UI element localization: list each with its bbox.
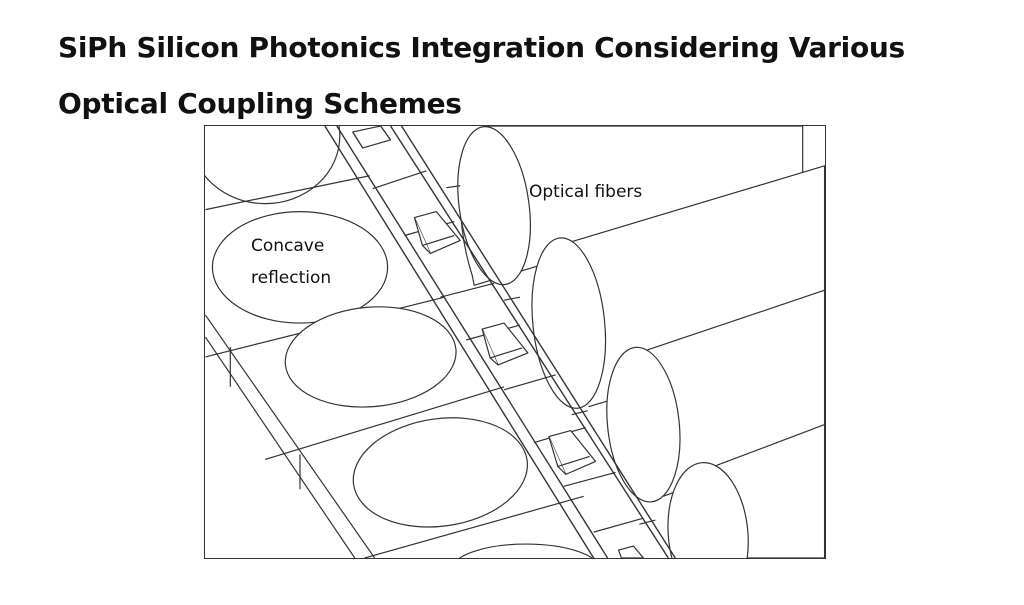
- fiber-lip: [446, 185, 461, 189]
- channel-crossbar: [563, 471, 616, 487]
- channel-crossbar: [440, 282, 495, 298]
- fiber-end: [531, 237, 607, 409]
- page-title-line-2: Optical Coupling Schemes: [58, 87, 462, 120]
- reflector-ellipse: [458, 543, 594, 558]
- channel-crossbar: [372, 170, 427, 190]
- tray-edge: [205, 175, 370, 211]
- coupling-diagram: Concave reflection Optical fibers: [204, 125, 826, 559]
- concave-reflection-label: Concave reflection: [251, 236, 332, 288]
- fiber-end: [606, 346, 681, 503]
- channel-rail: [400, 126, 676, 558]
- prism-block: [352, 126, 392, 149]
- tray-edge: [264, 386, 505, 461]
- reflector-ellipse: [284, 306, 457, 408]
- page-title: SiPh Silicon Photonics Integration Consi…: [58, 20, 998, 132]
- prism-block: [617, 545, 645, 558]
- channel-crossbar: [503, 374, 556, 391]
- tray-rim: [205, 336, 356, 558]
- fiber-lip: [571, 410, 588, 416]
- fiber-lip: [639, 519, 656, 525]
- reflector-ellipse: [205, 126, 341, 205]
- channel-rail: [389, 126, 669, 558]
- fiber-end: [667, 462, 749, 558]
- fiber-end: [457, 126, 531, 286]
- channel-crossbar: [593, 517, 644, 533]
- prism-block: [481, 322, 529, 366]
- reflector-ellipse: [352, 417, 529, 528]
- channel-rail: [336, 126, 609, 558]
- prism-block: [548, 429, 597, 475]
- prism-block: [413, 211, 461, 255]
- tray-rim: [205, 314, 376, 558]
- tray-edge: [364, 495, 584, 558]
- page-title-line-1: SiPh Silicon Photonics Integration Consi…: [58, 31, 905, 64]
- channel-rail: [324, 126, 595, 558]
- diagram-drawing: [205, 126, 825, 558]
- fiber-lip: [503, 296, 521, 301]
- optical-fibers-label: Optical fibers: [529, 182, 643, 202]
- reflector-ellipse: [211, 211, 389, 324]
